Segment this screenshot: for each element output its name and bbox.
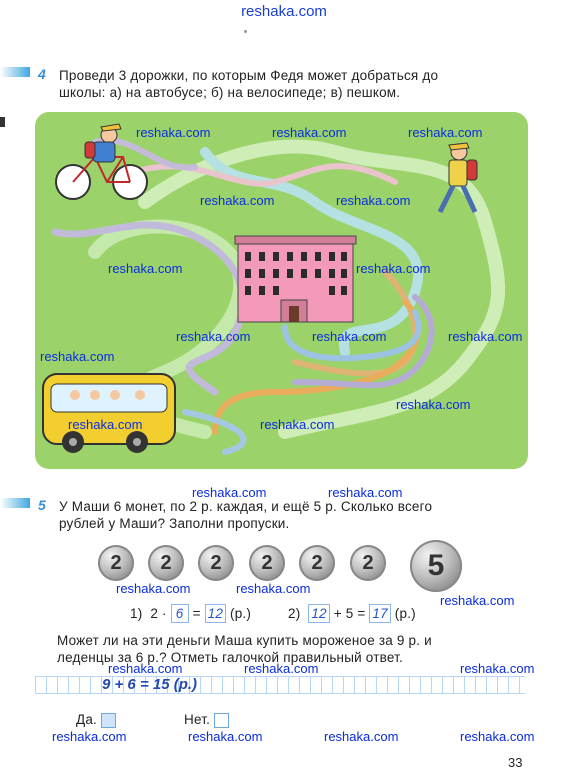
equation-1-answer-result[interactable]: 12 xyxy=(204,604,227,623)
watermark: reshaka.com xyxy=(188,729,263,744)
equation-2-unit: (р.) xyxy=(394,606,416,621)
no-checkbox[interactable] xyxy=(214,712,229,728)
coin-5-rub-icon: 5 xyxy=(410,540,462,592)
task4-text-line2: школы: а) на автобусе; б) на велосипеде;… xyxy=(59,85,401,100)
watermark: reshaka.com xyxy=(396,397,471,412)
watermark: reshaka.com xyxy=(324,729,399,744)
coin-2-rub-icon: 2 xyxy=(249,545,285,581)
watermark: reshaka.com xyxy=(272,125,347,140)
equation-2-label: 2) xyxy=(288,606,301,621)
walking-boy-icon xyxy=(437,142,478,214)
task5-marker-bar xyxy=(0,498,30,508)
page-edge-mark xyxy=(0,117,5,127)
watermark: reshaka.com xyxy=(244,661,319,676)
equation-1-op: · xyxy=(161,606,167,621)
watermark: reshaka.com xyxy=(260,417,335,432)
equation-2-answer-result[interactable]: 17 xyxy=(369,604,391,623)
coin-2-rub-icon: 2 xyxy=(198,545,234,581)
page-number: 33 xyxy=(508,755,523,770)
yes-checkbox[interactable] xyxy=(100,712,116,728)
question-line2: леденцы за 6 р.? Отметь галочкой правиль… xyxy=(57,650,403,665)
watermark: reshaka.com xyxy=(176,329,251,344)
watermark: reshaka.com xyxy=(136,125,211,140)
watermark: reshaka.com xyxy=(236,581,311,596)
coin-2-rub-icon: 2 xyxy=(299,545,335,581)
yes-label: Да. xyxy=(76,712,98,727)
equation-1-label: 1) xyxy=(130,606,143,621)
watermark: reshaka.com xyxy=(192,485,267,500)
maze-paths xyxy=(42,123,506,455)
watermark: reshaka.com xyxy=(312,329,387,344)
question-line1: Может ли на эти деньги Маша купить морож… xyxy=(57,633,432,648)
watermark: reshaka.com xyxy=(356,261,431,276)
bus-icon xyxy=(42,373,176,453)
school-building-icon xyxy=(234,235,357,323)
watermark: reshaka.com xyxy=(68,417,143,432)
answer-grid[interactable] xyxy=(35,676,525,694)
task4-number: 4 xyxy=(38,66,46,82)
equation-1-unit: (р.) xyxy=(230,606,252,621)
watermark: reshaka.com xyxy=(108,261,183,276)
equation-1-answer-b[interactable]: 6 xyxy=(170,604,189,623)
coin-2-rub-icon: 2 xyxy=(98,545,134,581)
maze-map xyxy=(35,112,528,469)
bicycle-icon xyxy=(55,156,148,200)
cyclist-boy-icon xyxy=(84,123,122,163)
decor-dot xyxy=(244,30,247,33)
coin-2-rub-icon: 2 xyxy=(350,545,386,581)
watermark: reshaka.com xyxy=(408,125,483,140)
watermark: reshaka.com xyxy=(328,485,403,500)
watermark: reshaka.com xyxy=(200,193,275,208)
watermark: reshaka.com xyxy=(460,661,535,676)
equation-1: 1) 2 · 6 = 12 (р.) xyxy=(130,604,251,623)
coin-2-rub-icon: 2 xyxy=(148,545,184,581)
watermark: reshaka.com xyxy=(460,729,535,744)
watermark: reshaka.com xyxy=(116,581,191,596)
no-option[interactable]: Нет. xyxy=(184,711,229,728)
watermark: reshaka.com xyxy=(52,729,127,744)
equation-1-a: 2 xyxy=(150,606,159,621)
watermark: reshaka.com xyxy=(448,329,523,344)
task4-text-line1: Проведи 3 дорожки, по которым Федя может… xyxy=(59,68,439,83)
no-label: Нет. xyxy=(184,712,211,727)
task5-text-line2: рублей у Маши? Заполни пропуски. xyxy=(59,516,290,531)
watermark: reshaka.com xyxy=(40,349,115,364)
site-header[interactable]: reshaka.com xyxy=(241,3,327,20)
equation-2-answer-a[interactable]: 12 xyxy=(308,604,330,623)
handwritten-answer: 9 + 6 = 15 (р.) xyxy=(102,676,198,693)
watermark: reshaka.com xyxy=(336,193,411,208)
watermark: reshaka.com xyxy=(108,661,183,676)
equation-2: 2) 12 + 5 = 17 (р.) xyxy=(288,604,416,623)
equation-2-op: + 5 = xyxy=(333,606,366,621)
task5-text-line1: У Маши 6 монет, по 2 р. каждая, и ещё 5 … xyxy=(59,499,433,514)
watermark: reshaka.com xyxy=(440,593,515,608)
yes-option[interactable]: Да. xyxy=(76,711,116,728)
task4-marker-bar xyxy=(0,67,30,77)
task5-number: 5 xyxy=(38,497,46,513)
equation-1-eq: = xyxy=(192,606,201,621)
